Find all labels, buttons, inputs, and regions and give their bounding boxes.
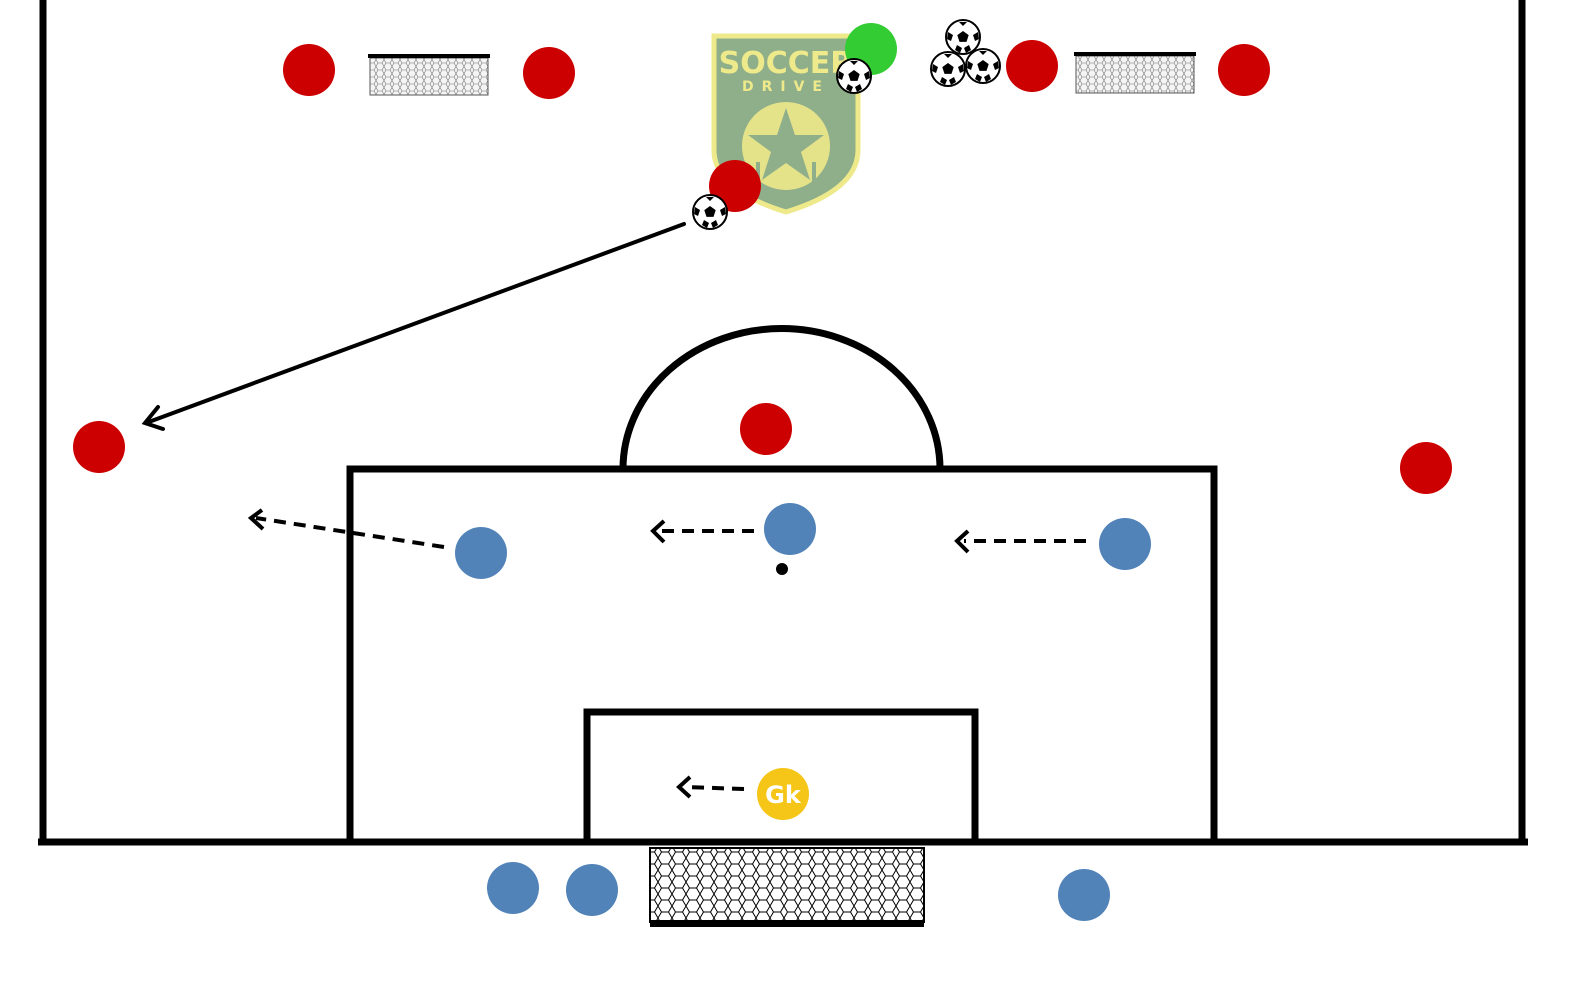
run-arrow-goalkeeper (683, 785, 745, 791)
red-player (523, 47, 575, 99)
main-goal (649, 847, 925, 927)
blue-defender-left (455, 527, 507, 579)
pitch-lines (38, 0, 1528, 846)
run-arrowheads (247, 508, 970, 799)
blue-team (455, 503, 1151, 921)
blue-player-reserve (1058, 869, 1110, 921)
red-player (73, 421, 125, 473)
run-arrow-left-defender (255, 516, 445, 549)
penalty-arc (619, 325, 944, 470)
logo-line1: SOCCER (719, 46, 854, 81)
blue-defender-right (1099, 518, 1151, 570)
soccer-ball-icon (965, 48, 1001, 84)
blue-defender-center (764, 503, 816, 555)
soccer-ball-icon (692, 194, 728, 230)
soccer-ball-icon (836, 58, 872, 94)
red-player (1400, 442, 1452, 494)
mini-goal-right (1074, 52, 1196, 94)
red-player (1218, 44, 1270, 96)
goalkeeper: Gk (757, 768, 809, 820)
logo-line2: DRIVE (742, 79, 830, 95)
red-team (73, 40, 1452, 494)
blue-player-reserve (566, 864, 618, 916)
penalty-spot (776, 563, 788, 575)
blue-player-reserve (487, 862, 539, 914)
goalkeeper-label: Gk (765, 781, 802, 809)
goal-area (583, 708, 979, 846)
soccer-ball-icon (930, 51, 966, 87)
logo-star-icon (748, 108, 824, 180)
pass-arrow (141, 222, 686, 431)
red-player (1006, 40, 1058, 92)
mini-goal-left (368, 54, 490, 96)
red-player (283, 44, 335, 96)
red-player (740, 403, 792, 455)
soccer-ball-icon (945, 19, 981, 55)
run-arrows (255, 516, 1086, 791)
